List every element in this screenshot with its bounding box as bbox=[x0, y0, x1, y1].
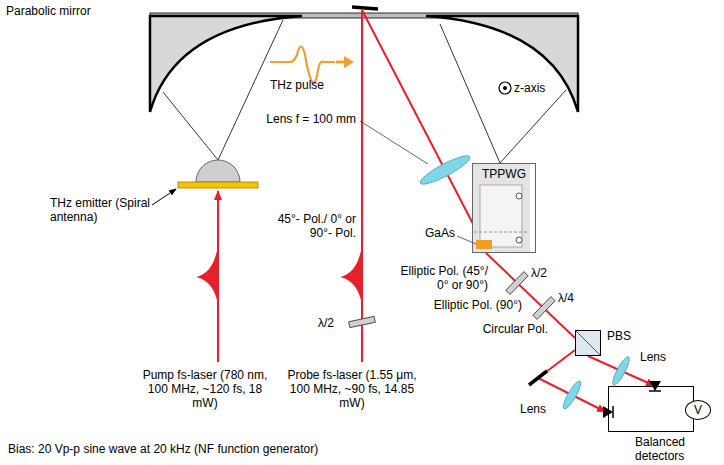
plate-label: λ/2 bbox=[318, 316, 348, 330]
thz-waveform bbox=[270, 47, 335, 84]
flat-mirror bbox=[529, 371, 547, 385]
note-label: Bias: 20 Vp-p sine wave at 20 kHz (NF fu… bbox=[8, 442, 508, 456]
screw bbox=[516, 193, 522, 199]
lens-label: Lens bbox=[640, 350, 680, 364]
parabolic-mirror bbox=[150, 16, 302, 112]
polarization-label: Elliptic Pol. (90°) bbox=[392, 298, 522, 312]
leader-line bbox=[457, 236, 476, 244]
axis-symbol-dot bbox=[503, 86, 507, 90]
lens bbox=[610, 355, 632, 387]
half-wave-plate bbox=[506, 272, 528, 295]
emitter-chip bbox=[178, 182, 258, 188]
thz-beam-line bbox=[163, 92, 218, 160]
thz-arrowhead bbox=[344, 56, 354, 68]
plate-label: λ/2 bbox=[531, 266, 561, 280]
parabolic-mirror bbox=[426, 16, 578, 112]
half-wave-plate bbox=[349, 316, 376, 327]
waveguide-label: TPPWG bbox=[473, 164, 535, 181]
part-label: THz emitter (Spiral antenna) bbox=[50, 196, 150, 224]
beam-splitter-cube: PBS bbox=[575, 330, 601, 356]
axis-label: z-axis bbox=[514, 81, 564, 95]
silicon-lens bbox=[196, 160, 240, 182]
axis-symbol bbox=[499, 82, 511, 94]
laser-spec: Pump fs-laser (780 nm, 100 MHz, ~120 fs,… bbox=[141, 368, 269, 410]
voltmeter-circle: V bbox=[685, 400, 711, 420]
polarization-label: Circular Pol. bbox=[438, 322, 548, 336]
plate-label: λ/4 bbox=[558, 291, 588, 305]
thz-beam-line bbox=[440, 24, 500, 163]
polarization-label: Elliptic Pol. (45°/ 0° or 90°) bbox=[388, 264, 488, 292]
lens bbox=[417, 152, 472, 189]
waveguide-box: TPPWG bbox=[472, 163, 536, 253]
reflected-beam bbox=[538, 350, 606, 412]
leader-line bbox=[360, 121, 428, 164]
photodiode-bar bbox=[612, 406, 614, 418]
part-label: THz pulse bbox=[270, 78, 350, 92]
thz-beam-line bbox=[500, 90, 566, 163]
flat-mirror bbox=[352, 7, 378, 9]
polarization-label: 45°- Pol./ 0° or 90°- Pol. bbox=[276, 212, 356, 240]
voltmeter-label: V bbox=[686, 401, 710, 419]
probe-pulse bbox=[340, 245, 362, 305]
part-label: GaAs bbox=[425, 226, 465, 240]
waveguide-plate bbox=[480, 185, 522, 247]
detector-box: Balanced detectorsV bbox=[608, 386, 694, 432]
screw bbox=[516, 237, 522, 243]
photodiode-bar bbox=[649, 390, 661, 392]
lens bbox=[561, 379, 584, 411]
part-label: Parabolic mirror bbox=[6, 4, 206, 18]
waveguide-gap bbox=[474, 232, 528, 233]
pbs-cube bbox=[575, 330, 601, 356]
lens-label: Lens bbox=[520, 402, 560, 416]
quarter-wave-plate bbox=[533, 297, 555, 320]
pbs-label: PBS bbox=[607, 329, 631, 343]
laser-spec: Probe fs-laser (1.55 μm, 100 MHz, ~90 fs… bbox=[283, 368, 421, 410]
pump-pulse bbox=[196, 245, 218, 305]
lens-label: Lens f = 100 mm bbox=[226, 112, 356, 126]
gaas-crystal bbox=[476, 240, 492, 249]
detector-label: Balanced detectors bbox=[635, 435, 699, 463]
pbs-diagonal bbox=[575, 330, 601, 356]
leader-line bbox=[152, 189, 176, 205]
